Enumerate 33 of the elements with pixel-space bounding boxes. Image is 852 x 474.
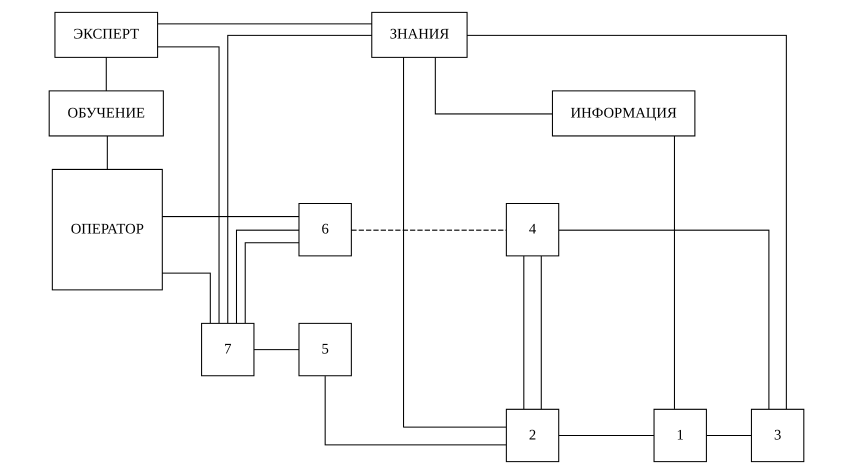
connector [157, 46, 220, 324]
connector [558, 434, 654, 436]
connector [162, 272, 210, 324]
node-box: ОБУЧЕНИЕ [48, 90, 164, 136]
connector [540, 256, 542, 410]
connector [254, 349, 298, 350]
node-box: 3 [750, 408, 804, 462]
node-box: ЭКСПЕРТ [54, 12, 158, 58]
connector [244, 242, 298, 324]
node-box: 2 [505, 408, 559, 462]
connector [235, 230, 298, 324]
node-box: 4 [505, 202, 559, 256]
connector [558, 230, 769, 410]
connector [706, 434, 751, 436]
connector [162, 216, 298, 218]
node-box: 1 [653, 408, 706, 462]
node-box: 6 [298, 202, 352, 256]
connector [157, 23, 372, 24]
connector [324, 376, 506, 446]
node-box: ОПЕРАТОР [51, 168, 162, 290]
connector [434, 58, 552, 114]
connector [350, 230, 506, 231]
connector [105, 58, 106, 91]
node-box: ЗНАНИЯ [370, 12, 468, 58]
connector [226, 34, 372, 324]
connector [466, 34, 786, 410]
connector [673, 136, 674, 409]
connector [402, 58, 506, 428]
node-box: 7 [200, 322, 254, 376]
connector [106, 136, 108, 170]
connector [522, 256, 524, 410]
node-box: ИНФОРМАЦИЯ [551, 90, 695, 136]
node-box: 5 [298, 322, 352, 376]
